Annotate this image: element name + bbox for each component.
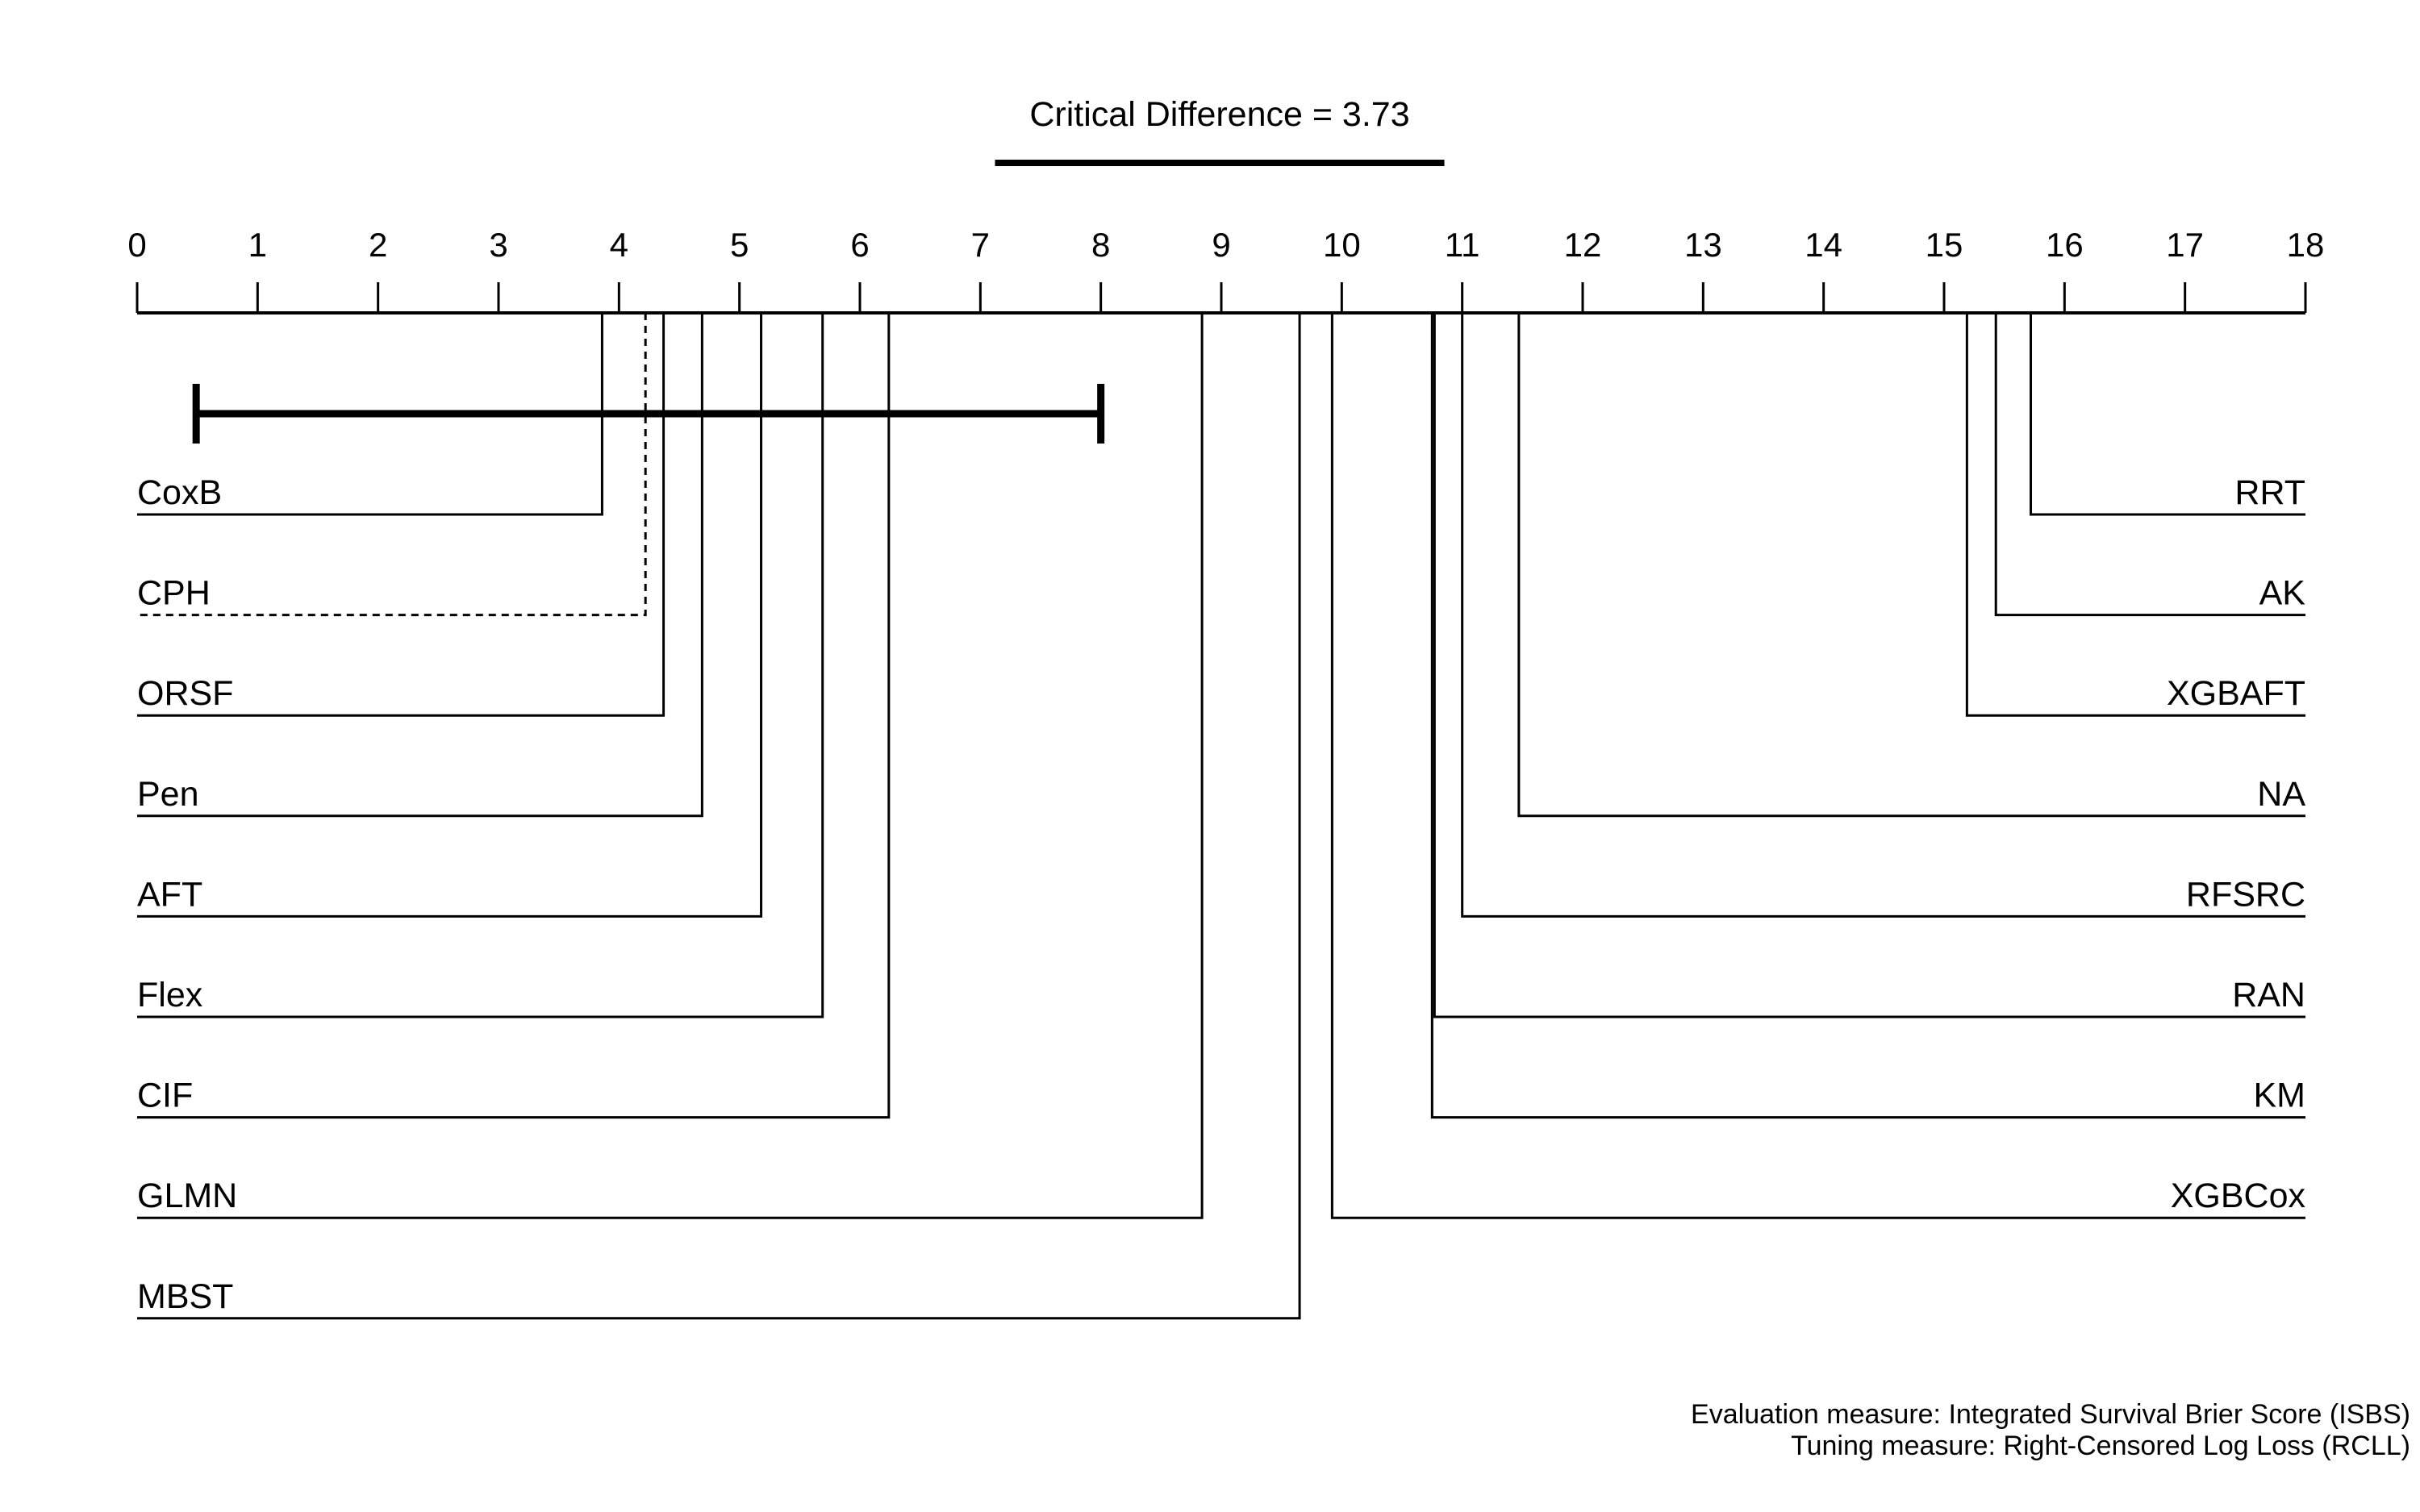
method-label-ak: AK [2259,574,2306,613]
method-label-xgbaft: XGBAFT [2167,674,2305,713]
rank-line-flex [137,313,824,1018]
axis-tick-label: 13 [1684,226,1722,264]
axis-tick-label: 12 [1564,226,1602,264]
rank-line-cif [137,313,891,1119]
rank-line-mbst [137,313,1301,1320]
method-label-cif: CIF [137,1077,193,1115]
method-label-glmn: GLMN [137,1177,237,1215]
baseline-interval-bar [192,384,1105,444]
method-label-rrt: RRT [2234,473,2305,512]
tuning-measure-note: Tuning measure: Right-Censored Log Loss … [1791,1431,2410,1461]
rank-line-rrt [2030,313,2305,516]
method-label-flex: Flex [137,976,203,1014]
rank-line-rfsrc [1461,313,2305,918]
axis-tick-label: 2 [369,226,387,264]
rank-line-ak [1994,313,2305,617]
axis-tick-label: 3 [489,226,507,264]
rank-line-cph [137,313,647,617]
axis-tick-label: 6 [850,226,869,264]
axis-tick-label: 4 [610,226,628,264]
method-label-orsf: ORSF [137,674,233,713]
axis-tick-label: 0 [127,226,146,264]
method-label-mbst: MBST [137,1277,233,1316]
axis-tick-label: 14 [1805,226,1842,264]
method-label-xgbcox: XGBCox [2171,1177,2306,1215]
rank-line-km [1430,313,2305,1119]
rank-line-xgbcox [1330,313,2305,1219]
method-label-ran: RAN [2232,976,2305,1014]
rank-line-pen [137,313,703,818]
method-label-pen: Pen [137,775,199,814]
rank-line-coxb [137,313,603,516]
method-label-km: KM [2254,1077,2306,1115]
critical-difference-title: Critical Difference = 3.73 [1029,95,1409,134]
method-label-na: NA [2257,775,2305,814]
axis-tick-label: 7 [971,226,990,264]
axis-tick-label: 1 [248,226,267,264]
rank-line-aft [137,313,763,918]
method-label-cph: CPH [137,574,211,613]
axis-tick-label: 16 [2046,226,2084,264]
axis-tick-label: 11 [1445,226,1480,264]
rank-line-glmn [137,313,1204,1219]
axis-tick-label: 18 [2287,226,2325,264]
axis-tick-label: 10 [1323,226,1361,264]
method-label-aft: AFT [137,875,202,914]
rank-line-xgbaft [1965,313,2305,717]
axis-tick-label: 17 [2166,226,2204,264]
rank-line-ran [1433,313,2305,1018]
axis-tick-label: 8 [1091,226,1110,264]
rank-line-orsf [137,313,666,717]
rank-line-na [1517,313,2305,818]
axis-tick-label: 15 [1926,226,1963,264]
axis-tick-label: 5 [730,226,749,264]
axis-tick-label: 9 [1212,226,1230,264]
evaluation-measure-note: Evaluation measure: Integrated Survival … [1691,1399,2410,1430]
method-label-rfsrc: RFSRC [2186,875,2305,914]
method-label-coxb: CoxB [137,473,222,512]
